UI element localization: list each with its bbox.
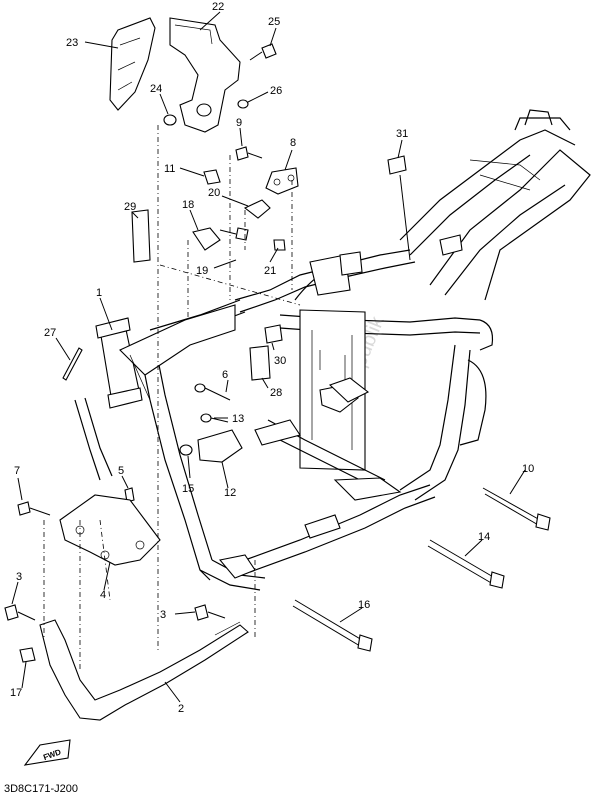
part-16-bolt xyxy=(292,599,373,652)
part-3-bolt-left xyxy=(4,604,36,621)
callout-17: 17 xyxy=(10,687,22,699)
part-25-bolt xyxy=(249,43,277,61)
callout-28: 28 xyxy=(270,387,282,399)
leader-lines xyxy=(11,11,526,703)
callout-10: 10 xyxy=(522,463,534,475)
part-27-rod xyxy=(62,347,83,381)
part-26-collar xyxy=(196,99,249,117)
fwd-arrow-icon: FWD xyxy=(23,739,71,766)
part-8-plate xyxy=(265,167,299,195)
part-15-nut xyxy=(179,444,193,456)
part-2-cradle xyxy=(39,619,249,721)
callout-11: 11 xyxy=(164,163,175,175)
callout-16: 16 xyxy=(358,599,370,611)
part-31-cap xyxy=(387,155,407,175)
part-5-clip xyxy=(124,487,135,503)
part-4-engine-mount xyxy=(59,494,161,566)
diagram-code: 3D8C171-J200 xyxy=(4,783,78,795)
callout-9: 9 xyxy=(236,117,242,129)
part-11-nut xyxy=(203,169,221,185)
part-19-bolt xyxy=(219,227,249,241)
part-12-bracket xyxy=(197,429,243,463)
callout-12: 12 xyxy=(224,487,236,499)
callout-5: 5 xyxy=(118,465,124,477)
callout-15: 15 xyxy=(182,483,194,495)
callout-14: 14 xyxy=(478,531,490,543)
part-7-bolt xyxy=(17,501,51,516)
callout-26: 26 xyxy=(270,85,282,97)
callout-25: 25 xyxy=(268,16,280,28)
callout-30: 30 xyxy=(274,355,286,367)
part-21-bolt xyxy=(273,239,286,251)
part-6-bolt xyxy=(194,383,231,401)
part-9-bolt xyxy=(235,146,263,161)
callout-3-right: 3 xyxy=(160,609,166,621)
part-29-pad xyxy=(131,209,151,263)
callout-18: 18 xyxy=(182,199,194,211)
callout-20: 20 xyxy=(208,187,220,199)
part-17-nut xyxy=(19,647,36,663)
part-13-bolt xyxy=(200,413,229,423)
part-20-clamp xyxy=(243,199,271,219)
part-3-bolt-right xyxy=(194,604,226,621)
callout-23: 23 xyxy=(66,37,78,49)
part-14-bolt xyxy=(427,539,505,589)
callout-8: 8 xyxy=(290,137,296,149)
part-28-plate xyxy=(249,345,271,381)
callout-1: 1 xyxy=(96,287,102,299)
callout-7: 7 xyxy=(14,465,20,477)
main-frame xyxy=(74,109,591,591)
callout-13: 13 xyxy=(232,413,244,425)
callout-24: 24 xyxy=(150,83,162,95)
part-18-bracket xyxy=(192,227,221,251)
part-10-bolt xyxy=(482,487,551,531)
callout-29: 29 xyxy=(124,201,136,213)
callout-21: 21 xyxy=(264,265,276,277)
callout-2: 2 xyxy=(178,703,184,715)
part-24-grommet xyxy=(163,114,177,126)
callout-19: 19 xyxy=(196,265,208,277)
callout-3-left: 3 xyxy=(16,571,22,583)
part-23-side-cover xyxy=(109,17,156,111)
reference-lines xyxy=(43,125,301,670)
callout-labels: 23 22 25 24 26 9 8 11 20 29 18 19 21 31 … xyxy=(10,1,534,715)
part-22-battery-cover xyxy=(169,17,241,133)
callout-22: 22 xyxy=(212,1,224,13)
callout-6: 6 xyxy=(222,369,228,381)
part-30-pad xyxy=(264,324,283,344)
callout-4: 4 xyxy=(100,589,106,601)
callout-27: 27 xyxy=(44,327,56,339)
callout-31: 31 xyxy=(396,128,408,140)
